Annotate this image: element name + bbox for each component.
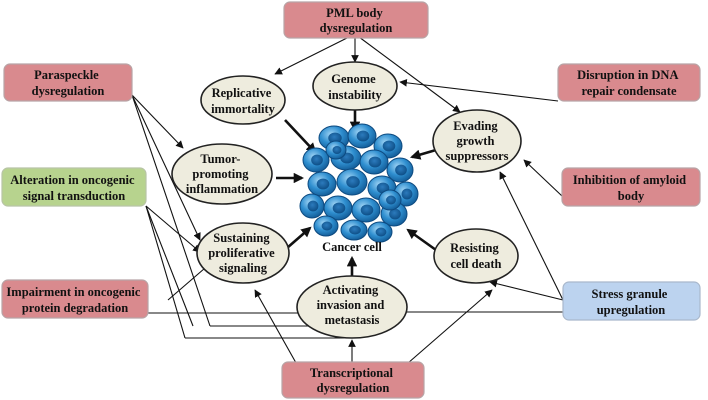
- cancer-cell-label: Cancer cell: [322, 240, 382, 254]
- tumor-cell-nucleus: [346, 176, 360, 188]
- tumor-cell-nucleus: [356, 130, 370, 142]
- hallmark-genome-instability: Genome instability: [312, 61, 398, 111]
- hallmark-sustaining-proliferative-signaling: Sustaining proliferative signaling: [196, 222, 290, 284]
- hallmark-replicative-immortality: Replicative immortality: [200, 75, 286, 125]
- tumor-cell-nucleus: [360, 204, 374, 216]
- tumor-cell-nucleus: [332, 145, 342, 155]
- mechanism-transcriptional: Transcriptional dysregulation: [281, 361, 425, 399]
- svg-text:Resisting cell death: Resisting cell death: [450, 241, 502, 271]
- tumor-cell-nucleus: [311, 154, 323, 166]
- tumor-cell-nucleus: [307, 200, 319, 212]
- tumor-cell-nucleus: [382, 140, 396, 152]
- tumor-cell-nucleus: [389, 208, 401, 220]
- mechanism-stress-granule: Stress granule upregulation: [562, 281, 701, 321]
- tumor-cell-nucleus: [368, 156, 382, 168]
- mechanism-amyloid-body: Inhibition of amyloid body: [561, 167, 701, 207]
- mechanism-dna-repair: Disruption in DNA repair condensate: [557, 63, 701, 102]
- svg-text:Sustaining proliferative: Sustaining proliferative signaling: [208, 231, 278, 275]
- svg-text:Stress granule upregulat: Stress granule upregulation: [592, 287, 671, 317]
- hallmark-activating-invasion-metastasis: Activating invasion and metastasis: [296, 275, 408, 339]
- tumor-cell-nucleus: [395, 164, 407, 176]
- tumor-cell-nucleus: [316, 178, 330, 190]
- tumor-cell-nucleus: [386, 195, 396, 205]
- svg-text:Evading growth sup: Evading growth suppressors: [446, 119, 509, 163]
- svg-text:Tumor- promoting i: Tumor- promoting inflammation: [186, 152, 258, 196]
- cancer-cell-cluster: Cancer cell: [299, 123, 419, 254]
- mechanism-oncogenic-signal: Alteration in oncogenic signal transduct…: [1, 167, 147, 207]
- hallmark-evading-growth-suppressors: Evading growth suppressors: [432, 109, 522, 173]
- svg-text:Impairment in oncogenic: Impairment in oncogenic protein degradat…: [6, 285, 143, 315]
- mechanism-protein-degradation: Impairment in oncogenic protein degradat…: [1, 279, 149, 319]
- tumor-cell-nucleus: [349, 225, 361, 235]
- tumor-cell-nucleus: [321, 221, 333, 231]
- svg-text:Replicative immortality: Replicative immortality: [211, 86, 276, 116]
- svg-text:PML body dysregulation: PML body dysregulation: [320, 6, 393, 35]
- svg-text:Paraspeckle dysregulatio: Paraspeckle dysregulation: [32, 68, 105, 98]
- hallmark-tumor-promoting-inflammation: Tumor- promoting inflammation: [171, 143, 273, 205]
- svg-text:Alteration in oncogenic: Alteration in oncogenic signal transduct…: [10, 173, 137, 203]
- svg-text:Inhibition of amyloid bo: Inhibition of amyloid body: [573, 173, 689, 203]
- tumor-cell-nucleus: [401, 188, 413, 200]
- tumor-cell-nucleus: [328, 132, 342, 144]
- mechanism-paraspeckle: Paraspeckle dysregulation: [3, 63, 133, 102]
- svg-text:Activating invasion and: Activating invasion and metastasis: [317, 283, 388, 327]
- svg-text:Disruption in DNA repair: Disruption in DNA repair condensate: [577, 68, 681, 98]
- hallmark-resisting-cell-death: Resisting cell death: [433, 228, 519, 284]
- tumor-cell-nucleus: [375, 227, 387, 237]
- tumor-cell-nucleus: [332, 202, 346, 214]
- svg-text:Genome instability: Genome instability: [328, 72, 382, 102]
- mechanism-pml-body: PML body dysregulation: [283, 1, 429, 39]
- svg-text:Transcriptional dysregul: Transcriptional dysregulation: [310, 366, 396, 395]
